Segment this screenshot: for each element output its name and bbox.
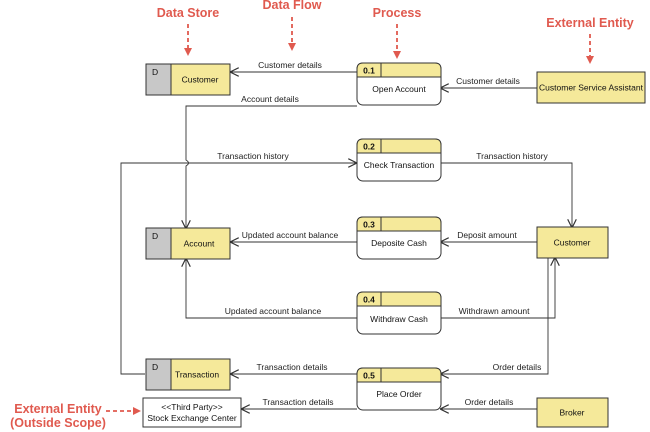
label-account-details: Account details [241, 94, 299, 104]
label-transaction-details-2: Transaction details [262, 397, 333, 407]
process-deposite-cash[interactable]: 0.3 Deposite Cash [356, 216, 442, 260]
label-order-details-2: Order details [465, 397, 514, 407]
data-store-transaction[interactable]: D Transaction [145, 358, 231, 391]
store-label-account: Account [184, 239, 215, 249]
store-id: D [152, 362, 158, 372]
entity-label-csa: Customer Service Assistant [539, 83, 644, 93]
flow-order-details-customer [441, 258, 549, 374]
entity-stereotype: <<Third Party>> [161, 402, 222, 412]
process-label-withdraw-cash: Withdraw Cash [370, 314, 428, 324]
flow-transaction-history-in [120, 163, 356, 375]
annotation-external-entity-outside-1: External Entity [14, 402, 102, 416]
annotation-external-entity-outside-2: (Outside Scope) [10, 416, 106, 430]
label-customer-details-2: Customer details [456, 76, 520, 86]
annotation-external-entity: External Entity [546, 16, 634, 30]
entity-label-customer: Customer [554, 238, 591, 248]
label-transaction-history-1: Transaction history [217, 151, 289, 161]
label-transaction-history-2: Transaction history [476, 151, 548, 161]
entity-stock-exchange-center[interactable]: <<Third Party>> Stock Exchange Center [142, 397, 242, 428]
process-label-open-account: Open Account [372, 84, 426, 94]
flows [120, 72, 572, 409]
flow-labels: Customer details Customer details Accoun… [217, 60, 548, 407]
process-id: 0.5 [363, 371, 375, 381]
label-order-details-1: Order details [493, 362, 542, 372]
process-check-transaction[interactable]: 0.2 Check Transaction [356, 138, 442, 182]
data-store-account[interactable]: D Account [145, 227, 231, 260]
process-label-place-order: Place Order [376, 389, 422, 399]
flow-account-details [186, 105, 357, 228]
annotations: Data Store Data Flow Process External En… [10, 0, 634, 430]
label-updated-balance-1: Updated account balance [242, 230, 339, 240]
entity-broker[interactable]: Broker [536, 397, 609, 428]
store-id: D [152, 231, 158, 241]
label-transaction-details-1: Transaction details [256, 362, 327, 372]
flow-updated-balance-2 [186, 259, 357, 319]
store-label-customer: Customer [182, 75, 219, 85]
label-deposit-amount: Deposit amount [457, 230, 517, 240]
process-label-check-transaction: Check Transaction [364, 160, 435, 170]
annotation-data-store: Data Store [157, 6, 220, 20]
process-label-deposite-cash: Deposite Cash [371, 238, 427, 248]
process-open-account[interactable]: 0.1 Open Account [356, 62, 442, 106]
process-withdraw-cash[interactable]: 0.4 Withdraw Cash [356, 291, 442, 335]
label-updated-balance-2: Updated account balance [225, 306, 322, 316]
entity-customer-service-assistant[interactable]: Customer Service Assistant [536, 71, 646, 104]
process-place-order[interactable]: 0.5 Place Order [356, 367, 442, 411]
store-label-transaction: Transaction [175, 370, 219, 380]
annotation-data-flow: Data Flow [262, 0, 321, 12]
annotation-process: Process [373, 6, 422, 20]
entity-label-broker: Broker [559, 408, 584, 418]
entity-label-stock-exchange-center: Stock Exchange Center [147, 413, 236, 423]
entity-customer[interactable]: Customer [536, 226, 609, 259]
data-store-customer[interactable]: D Customer [145, 63, 231, 96]
process-id: 0.4 [363, 295, 375, 305]
flow-transaction-history-out [441, 162, 572, 227]
process-id: 0.1 [363, 66, 375, 76]
process-id: 0.3 [363, 220, 375, 230]
label-customer-details-1: Customer details [258, 60, 322, 70]
process-id: 0.2 [363, 142, 375, 152]
store-id: D [152, 67, 158, 77]
label-withdrawn-amount: Withdrawn amount [459, 306, 531, 316]
flow-withdrawn-amount [441, 258, 555, 319]
